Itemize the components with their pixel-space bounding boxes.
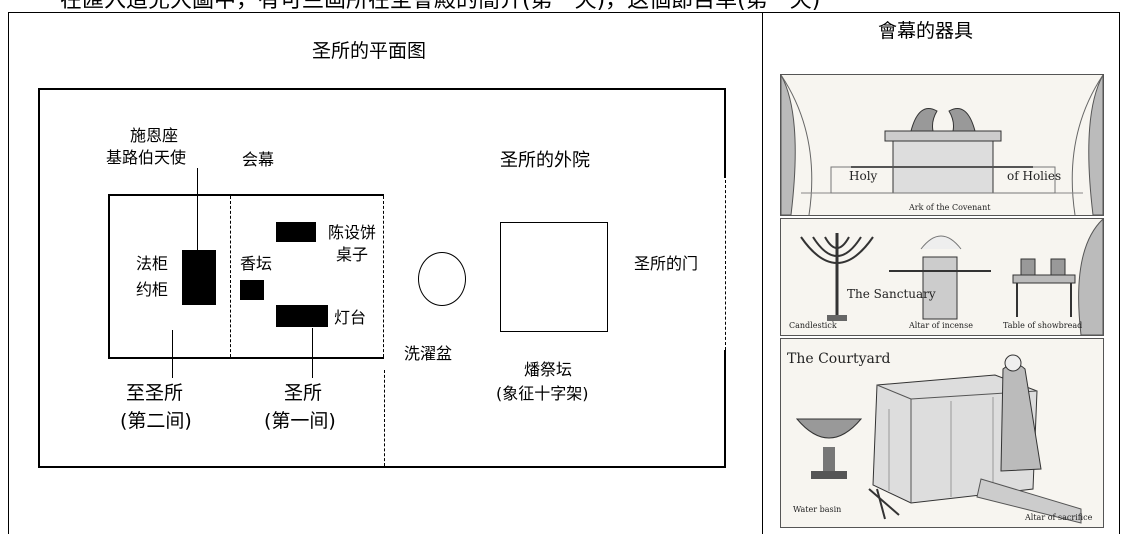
- label-ark: 约柜: [136, 280, 169, 299]
- court-gate-dashed: [725, 180, 726, 350]
- caption-holy: Holy: [849, 169, 878, 183]
- caption-table-showbread: Table of showbread: [1003, 321, 1083, 330]
- panel-courtyard: The Courtyard Water basin Altar of sacri…: [780, 338, 1104, 528]
- header-text: 在匯入這兒大圖中，有可兰画所在圣會殿的簡介(第一天)，这個節目单(第一天): [60, 0, 821, 13]
- table-left-border: [8, 12, 9, 534]
- showbread-table-block: [276, 222, 316, 242]
- ark-illustration: [781, 75, 1103, 215]
- pointer-mercy-seat: [197, 168, 198, 252]
- caption-of-holies: of Holies: [1007, 169, 1062, 183]
- tabernacle-entrance: [383, 196, 384, 357]
- table-divider: [762, 12, 763, 534]
- label-holy-place: 圣所: [284, 382, 323, 404]
- ark-block: [182, 250, 216, 305]
- altar-square: [500, 222, 608, 332]
- label-showbread-1: 陈设饼: [328, 223, 377, 242]
- tabernacle-top: [108, 194, 384, 196]
- label-first-room: (第一间): [264, 410, 336, 432]
- label-outer-court: 圣所的外院: [500, 150, 590, 171]
- table-right-border: [1119, 12, 1120, 534]
- label-holy-of-holies: 至圣所: [126, 382, 184, 404]
- court-mid-dashed: [384, 370, 385, 466]
- furnishings-title: 會幕的器具: [878, 20, 974, 42]
- label-lampstand: 灯台: [334, 308, 367, 327]
- label-altar: 燔祭坛: [524, 360, 573, 379]
- courtyard-illustration: [781, 339, 1103, 527]
- label-incense-altar: 香坛: [240, 254, 273, 273]
- label-mercy-seat: 施恩座: [130, 126, 179, 145]
- floor-plan-title: 圣所的平面图: [312, 40, 427, 62]
- sanctuary-illustration: [781, 219, 1103, 335]
- caption-candlestick: Candlestick: [789, 321, 837, 330]
- incense-altar-block: [240, 280, 264, 300]
- label-altar-note: (象征十字架): [496, 384, 589, 403]
- court-top: [38, 88, 726, 90]
- table-top-border: [8, 12, 1120, 13]
- caption-sanctuary: The Sanctuary: [847, 287, 936, 301]
- label-tabernacle: 会幕: [242, 150, 275, 169]
- panel-holy-of-holies: Holy of Holies Ark of the Covenant: [780, 74, 1104, 216]
- pointer-holy-place: [312, 328, 313, 378]
- tabernacle-left: [108, 194, 110, 359]
- caption-altar-incense: Altar of incense: [909, 321, 973, 330]
- label-cherubim: 基路伯天使: [106, 148, 187, 167]
- laver-circle: [418, 252, 466, 306]
- caption-ark-covenant: Ark of the Covenant: [909, 203, 991, 212]
- label-gate: 圣所的门: [634, 254, 699, 273]
- court-right-top: [724, 88, 726, 178]
- tabernacle-bottom: [108, 357, 384, 359]
- lampstand-block: [276, 305, 328, 327]
- label-showbread-2: 桌子: [336, 245, 369, 264]
- court-left: [38, 88, 40, 468]
- court-right-bottom: [724, 350, 726, 468]
- panel-sanctuary: The Sanctuary Candlestick Altar of incen…: [780, 218, 1104, 336]
- label-laver: 洗濯盆: [404, 344, 453, 363]
- label-second-room: (第二间): [120, 410, 192, 432]
- caption-water-basin: Water basin: [793, 505, 842, 514]
- pointer-holy-of-holies: [172, 330, 173, 378]
- caption-courtyard: The Courtyard: [787, 351, 891, 367]
- caption-altar-sacrifice: Altar of sacrifice: [1025, 513, 1093, 522]
- tabernacle-veil: [230, 196, 231, 357]
- label-law-chest: 法柜: [136, 254, 169, 273]
- court-bottom: [38, 466, 726, 468]
